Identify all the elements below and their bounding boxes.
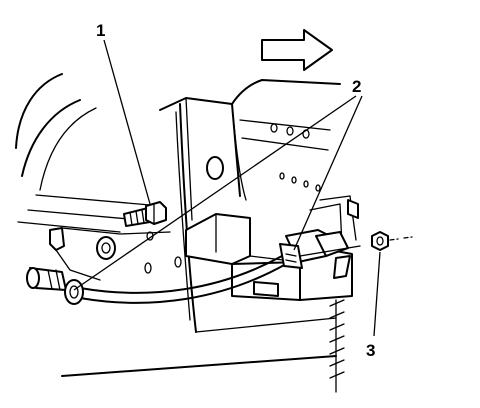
floor-line bbox=[61, 355, 337, 377]
brake-cable bbox=[26, 255, 287, 305]
cable-bracket bbox=[279, 229, 361, 279]
right-arrow-icon bbox=[261, 29, 333, 71]
crossmember bbox=[185, 195, 359, 393]
callout-2: 2 bbox=[352, 77, 361, 96]
leader-lines bbox=[73, 39, 381, 337]
callout-1: 1 bbox=[96, 21, 105, 40]
rib-holes bbox=[270, 123, 321, 192]
nut bbox=[371, 231, 413, 251]
callout-3: 3 bbox=[366, 341, 375, 360]
bolt bbox=[123, 201, 167, 227]
